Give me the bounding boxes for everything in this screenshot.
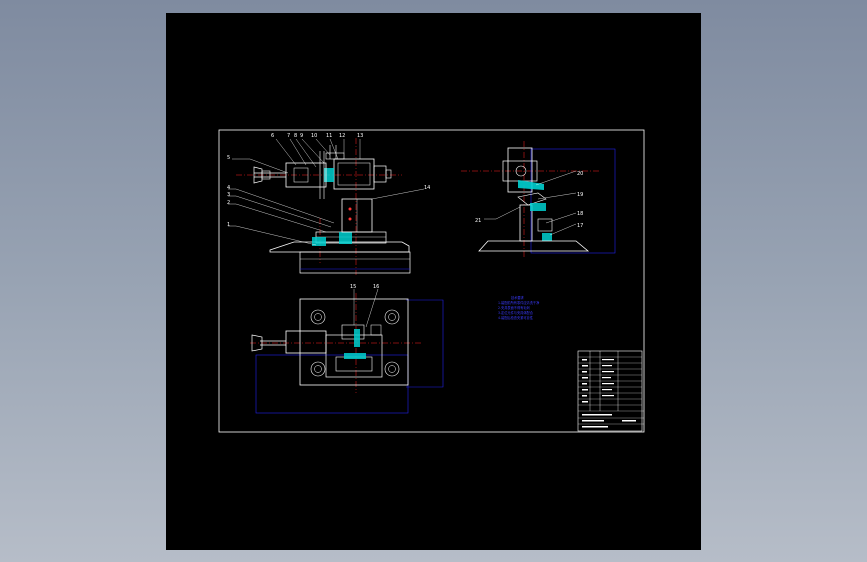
part-label: 8 <box>294 133 297 139</box>
part-label: 18 <box>577 211 583 217</box>
part-label: 4 <box>227 185 230 191</box>
part-label: 16 <box>373 284 379 290</box>
part-label: 14 <box>424 185 430 191</box>
note-line: 2.夹具表面不得有毛刺 <box>498 305 530 310</box>
part-label: 5 <box>227 155 230 161</box>
part-label: 6 <box>271 133 274 139</box>
top-view: 15 16 <box>250 284 444 414</box>
part-label: 10 <box>311 133 317 139</box>
sheet-border <box>218 129 645 433</box>
notes-title: 技术要求 <box>511 295 525 300</box>
part-label: 19 <box>577 192 583 198</box>
front-view: 6 7 8 9 10 11 12 13 14 5 4 3 2 1 <box>227 133 430 275</box>
cad-drawing: 6 7 8 9 10 11 12 13 14 5 4 3 2 1 <box>218 129 645 433</box>
note-line: 3.定位元件与夹具体配合 <box>498 310 534 315</box>
part-label: 3 <box>227 192 230 198</box>
note-line: 1.装配前所有零件应清洗干净 <box>498 300 540 305</box>
part-label: 12 <box>339 133 345 139</box>
note-line: 4.装配后检查夹紧可靠性 <box>498 315 534 320</box>
part-label: 2 <box>227 200 230 206</box>
part-label: 21 <box>475 218 481 224</box>
side-view: 20 19 18 21 17 <box>461 141 616 258</box>
technical-notes: 技术要求 1.装配前所有零件应清洗干净 2.夹具表面不得有毛刺 3.定位元件与夹… <box>498 295 540 320</box>
part-label: 20 <box>577 171 583 177</box>
part-label: 13 <box>357 133 363 139</box>
cad-drawing-viewport[interactable]: 6 7 8 9 10 11 12 13 14 5 4 3 2 1 <box>166 13 701 550</box>
part-label: 11 <box>326 133 332 139</box>
part-label: 1 <box>227 222 230 228</box>
title-block <box>577 350 644 432</box>
part-label: 15 <box>350 284 356 290</box>
part-label: 17 <box>577 223 583 229</box>
part-label: 9 <box>300 133 303 139</box>
part-label: 7 <box>287 133 290 139</box>
